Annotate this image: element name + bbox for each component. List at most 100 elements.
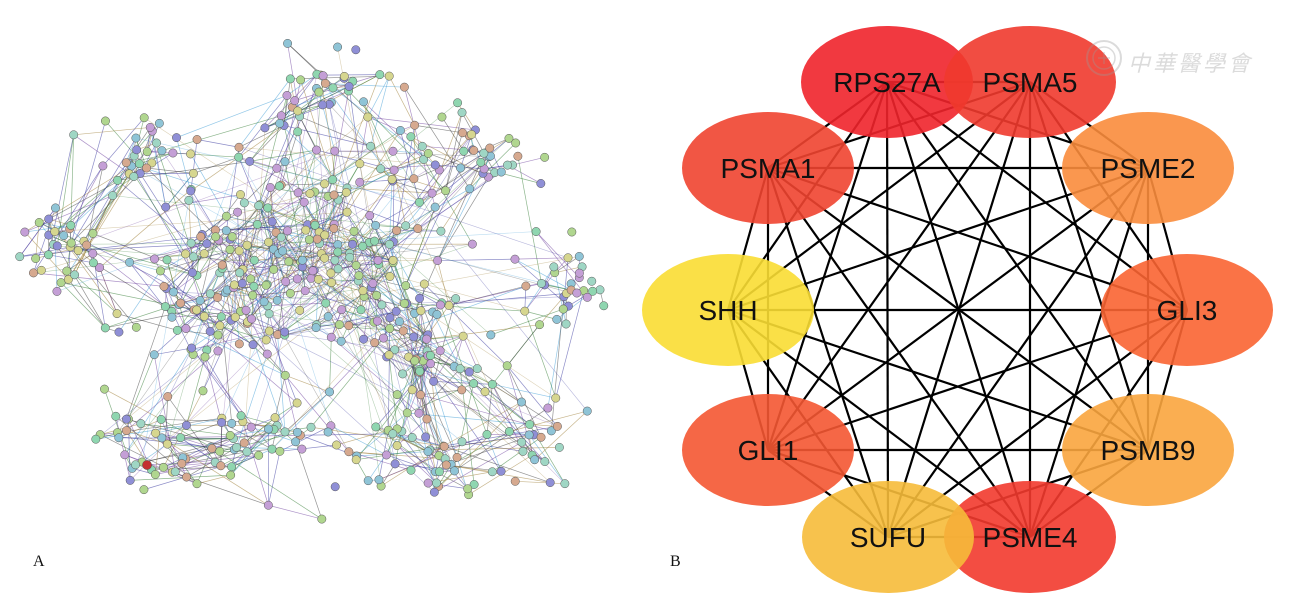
ppi-node: [158, 147, 166, 155]
ppi-node: [583, 407, 591, 415]
ppi-node: [373, 317, 381, 325]
ppi-edge: [280, 445, 337, 451]
ppi-node: [101, 117, 109, 125]
ppi-node: [122, 158, 130, 166]
ppi-node: [247, 275, 255, 283]
ppi-node: [293, 428, 301, 436]
ppi-node: [247, 423, 255, 431]
ppi-edge: [268, 451, 279, 505]
ppi-node: [70, 271, 78, 279]
ppi-node: [115, 434, 123, 442]
ppi-node: [464, 485, 472, 493]
ppi-node: [242, 306, 250, 314]
ppi-node: [517, 398, 525, 406]
ppi-node: [575, 252, 583, 260]
ppi-node: [178, 459, 186, 467]
ppi-node: [359, 335, 367, 343]
ppi-node: [291, 438, 299, 446]
ppi-node: [332, 441, 340, 449]
ppi-node: [437, 227, 445, 235]
ppi-node: [346, 253, 354, 261]
ppi-node: [453, 99, 461, 107]
gene-node-sufu: SUFU: [802, 481, 974, 593]
ppi-node: [441, 186, 449, 194]
ppi-node: [403, 409, 411, 417]
ppi-node: [359, 98, 367, 106]
ppi-node: [483, 430, 491, 438]
ppi-node: [503, 362, 511, 370]
ppi-node: [451, 294, 459, 302]
ppi-node: [385, 72, 393, 80]
ppi-edge: [100, 268, 117, 314]
ppi-node: [335, 320, 343, 328]
ppi-node: [467, 130, 475, 138]
ppi-node: [37, 266, 45, 274]
ppi-node: [372, 423, 380, 431]
ppi-node: [206, 327, 214, 335]
ppi-node: [596, 286, 604, 294]
ppi-node: [350, 227, 358, 235]
ppi-node: [181, 250, 189, 258]
ppi-node: [236, 269, 244, 277]
ppi-node: [422, 335, 430, 343]
gene-node-label: PSME4: [983, 522, 1078, 553]
ppi-node: [553, 422, 561, 430]
ppi-node: [240, 199, 248, 207]
ppi-node: [35, 218, 43, 226]
ppi-node: [453, 453, 461, 461]
ppi-node: [477, 158, 485, 166]
ppi-node: [468, 240, 476, 248]
ppi-node: [187, 239, 195, 247]
ppi-node: [568, 228, 576, 236]
ppi-node: [521, 307, 529, 315]
ppi-node: [273, 164, 281, 172]
ppi-node: [275, 119, 283, 127]
ppi-node: [286, 75, 294, 83]
ppi-edge: [68, 279, 105, 328]
ppi-node: [525, 431, 533, 439]
ppi-node: [21, 228, 29, 236]
ppi-node: [213, 293, 221, 301]
ppi-node: [172, 133, 180, 141]
ppi-node: [132, 323, 140, 331]
ppi-node: [415, 409, 423, 417]
gene-node-label: PSMA1: [721, 153, 816, 184]
ppi-node: [196, 296, 204, 304]
ppi-node: [89, 259, 97, 267]
ppi-node: [53, 242, 61, 250]
ppi-node: [193, 306, 201, 314]
ppi-node: [415, 294, 423, 302]
ppi-node: [372, 291, 380, 299]
ppi-node: [309, 267, 317, 275]
ppi-node: [101, 324, 109, 332]
ppi-edge: [74, 135, 134, 177]
ppi-node: [555, 443, 563, 451]
ppi-node: [352, 261, 360, 269]
ppi-node: [130, 172, 138, 180]
ppi-node: [330, 191, 338, 199]
ppi-node: [67, 221, 75, 229]
gene-node-psmb9: PSMB9: [1062, 394, 1234, 506]
ppi-node: [424, 447, 432, 455]
ppi-node: [156, 267, 164, 275]
ppi-node: [327, 278, 335, 286]
ppi-node: [343, 208, 351, 216]
ppi-node: [203, 240, 211, 248]
ppi-node: [522, 282, 530, 290]
ppi-node: [503, 161, 511, 169]
ppi-node: [320, 180, 328, 188]
ppi-node: [393, 390, 401, 398]
ppi-node: [281, 428, 289, 436]
ppi-node: [227, 463, 235, 471]
ppi-node: [262, 281, 270, 289]
ppi-node: [125, 258, 133, 266]
ppi-node: [294, 189, 302, 197]
ppi-node: [435, 468, 443, 476]
ppi-node: [519, 447, 527, 455]
ppi-node: [234, 153, 242, 161]
ppi-node: [562, 320, 570, 328]
ppi-node: [151, 470, 159, 478]
ppi-node: [275, 182, 283, 190]
ppi-node: [330, 224, 338, 232]
gene-node-shh: SHH: [642, 254, 814, 366]
